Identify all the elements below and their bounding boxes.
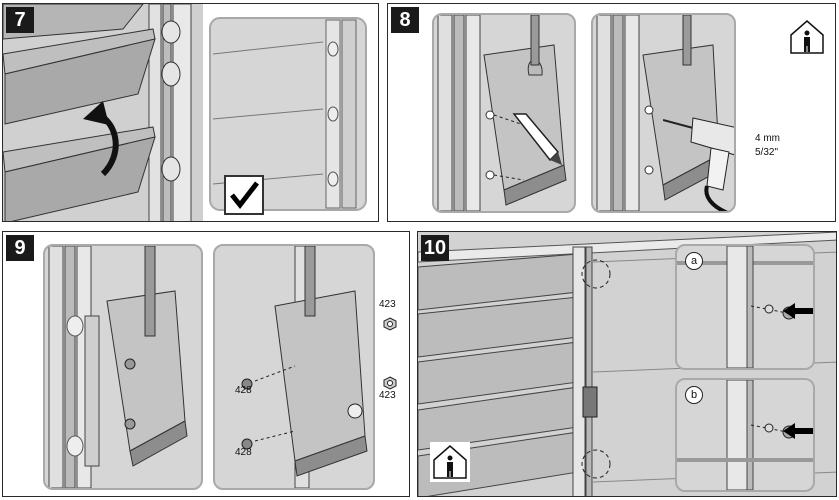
sub-step-a-label: a: [685, 252, 703, 270]
louver-slats-illustration: [3, 4, 367, 221]
step-8-number: 8: [391, 7, 419, 33]
step-10-inset-b: b: [675, 378, 815, 492]
nut-icon: [383, 317, 397, 331]
step-9-inset-right: [213, 244, 375, 490]
step-10-inset-a: a: [675, 244, 815, 370]
person-indoors-icon: [789, 19, 825, 55]
drill-size-inch-label: 5/32": [755, 147, 779, 158]
arrow-left-icon: [783, 423, 813, 439]
sub-step-b-label: b: [685, 386, 703, 404]
part-423-label-top: 423: [379, 299, 396, 310]
nut-icon: [383, 376, 397, 390]
step-7-panel: 7: [2, 3, 379, 222]
part-428-label-bottom: 428: [235, 447, 252, 458]
arrow-left-icon: [783, 303, 813, 319]
pencil-icon: [512, 113, 562, 165]
step-10-panel: 10 a: [417, 231, 837, 497]
bracket-bottom-fixing-illustration: [677, 380, 813, 490]
part-428-label-top: 428: [235, 385, 252, 396]
person-indoors-icon: [430, 442, 470, 482]
step-9-number: 9: [6, 235, 34, 261]
step-7-number: 7: [6, 7, 34, 33]
bracket-screwed-illustration: [48, 246, 188, 488]
drill-icon: [663, 117, 734, 211]
checkmark-icon: [224, 175, 264, 215]
part-423-label-bottom: 423: [379, 390, 396, 401]
step-9-inset-left: [43, 244, 203, 490]
bracket-fasteners-illustration: [241, 246, 368, 488]
step-10-number: 10: [421, 235, 449, 261]
curved-arrow-icon: [83, 101, 119, 177]
drill-size-mm-label: 4 mm: [755, 133, 780, 144]
step-8-inset-drill: [591, 13, 736, 213]
step-8-panel: 8: [387, 3, 836, 222]
bracket-drilling-illustration: [596, 15, 722, 211]
step-9-panel: 9 423 423: [2, 231, 410, 497]
step-8-inset-mark: [432, 13, 576, 213]
